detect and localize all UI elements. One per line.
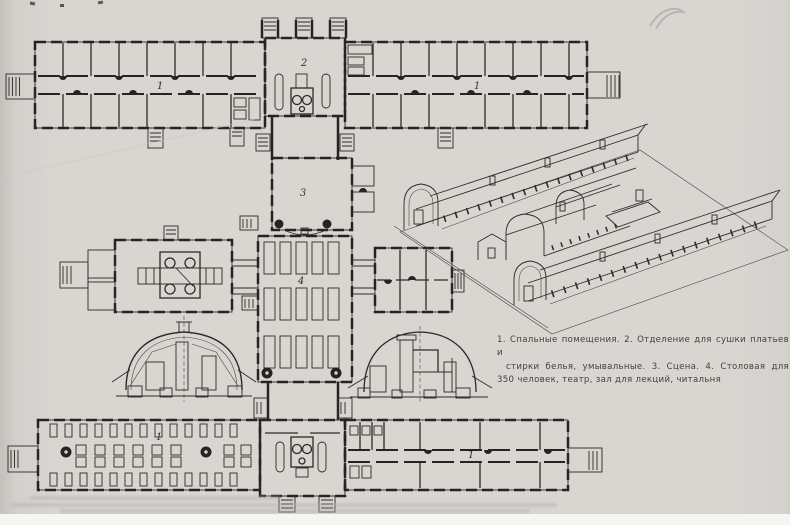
plan-bottom-washroom-block <box>253 382 353 513</box>
showthrough-line <box>30 496 280 500</box>
page-bottom-edge <box>0 514 790 525</box>
plan-west-entry-porch <box>5 73 36 100</box>
plan-top-left-wing <box>33 40 267 130</box>
caption-line-1: 1. Спальные помещения. 2. Отделение для … <box>497 335 789 359</box>
plan-east-entry-porch <box>586 71 621 99</box>
label-wing-1d: 1 <box>468 450 474 461</box>
pencil-smudge <box>649 7 686 30</box>
plan-corridor-neck <box>255 116 355 160</box>
showthrough-line <box>60 509 530 513</box>
plan-right-service-wing <box>352 246 465 314</box>
plan-top-right-wing <box>343 40 589 130</box>
figure-caption: 1. Спальные помещения. 2. Отделение для … <box>497 334 789 388</box>
axon-central-buildings <box>477 167 661 260</box>
axonometric-view <box>393 123 789 335</box>
label-wing-1a: 1 <box>157 81 163 92</box>
plan-bottom-east-porch <box>567 447 603 473</box>
caption-line-3: 350 человек, театр, зал для лекций, чита… <box>497 375 722 386</box>
axon-south-wing <box>513 189 781 305</box>
plan-stage-block-3 <box>239 156 375 236</box>
plan-bottom-left-wing <box>36 418 262 492</box>
plan-kitchen-block <box>59 225 258 314</box>
section-drawing-right <box>347 326 493 403</box>
plan-bottom-right-wing <box>343 418 570 492</box>
ink-speck <box>60 4 64 7</box>
label-wing-1c: 1 <box>156 432 162 443</box>
label-block-2: 2 <box>300 58 307 69</box>
plan-dining-hall-4 <box>241 234 354 384</box>
caption-line-2: стирки белья, умывальные. 3. Сцена. 4. С… <box>506 361 789 372</box>
axon-north-wing <box>403 123 649 230</box>
label-hall-4: 4 <box>297 276 304 287</box>
label-wing-1b: 1 <box>474 81 480 92</box>
paper-crease <box>0 117 261 179</box>
showthrough-line <box>12 503 557 507</box>
section-drawing-left <box>111 316 257 402</box>
plan-bottom-west-porch <box>7 445 39 473</box>
label-block-3: 3 <box>300 188 306 199</box>
entry-tabs-top-band <box>147 127 454 149</box>
